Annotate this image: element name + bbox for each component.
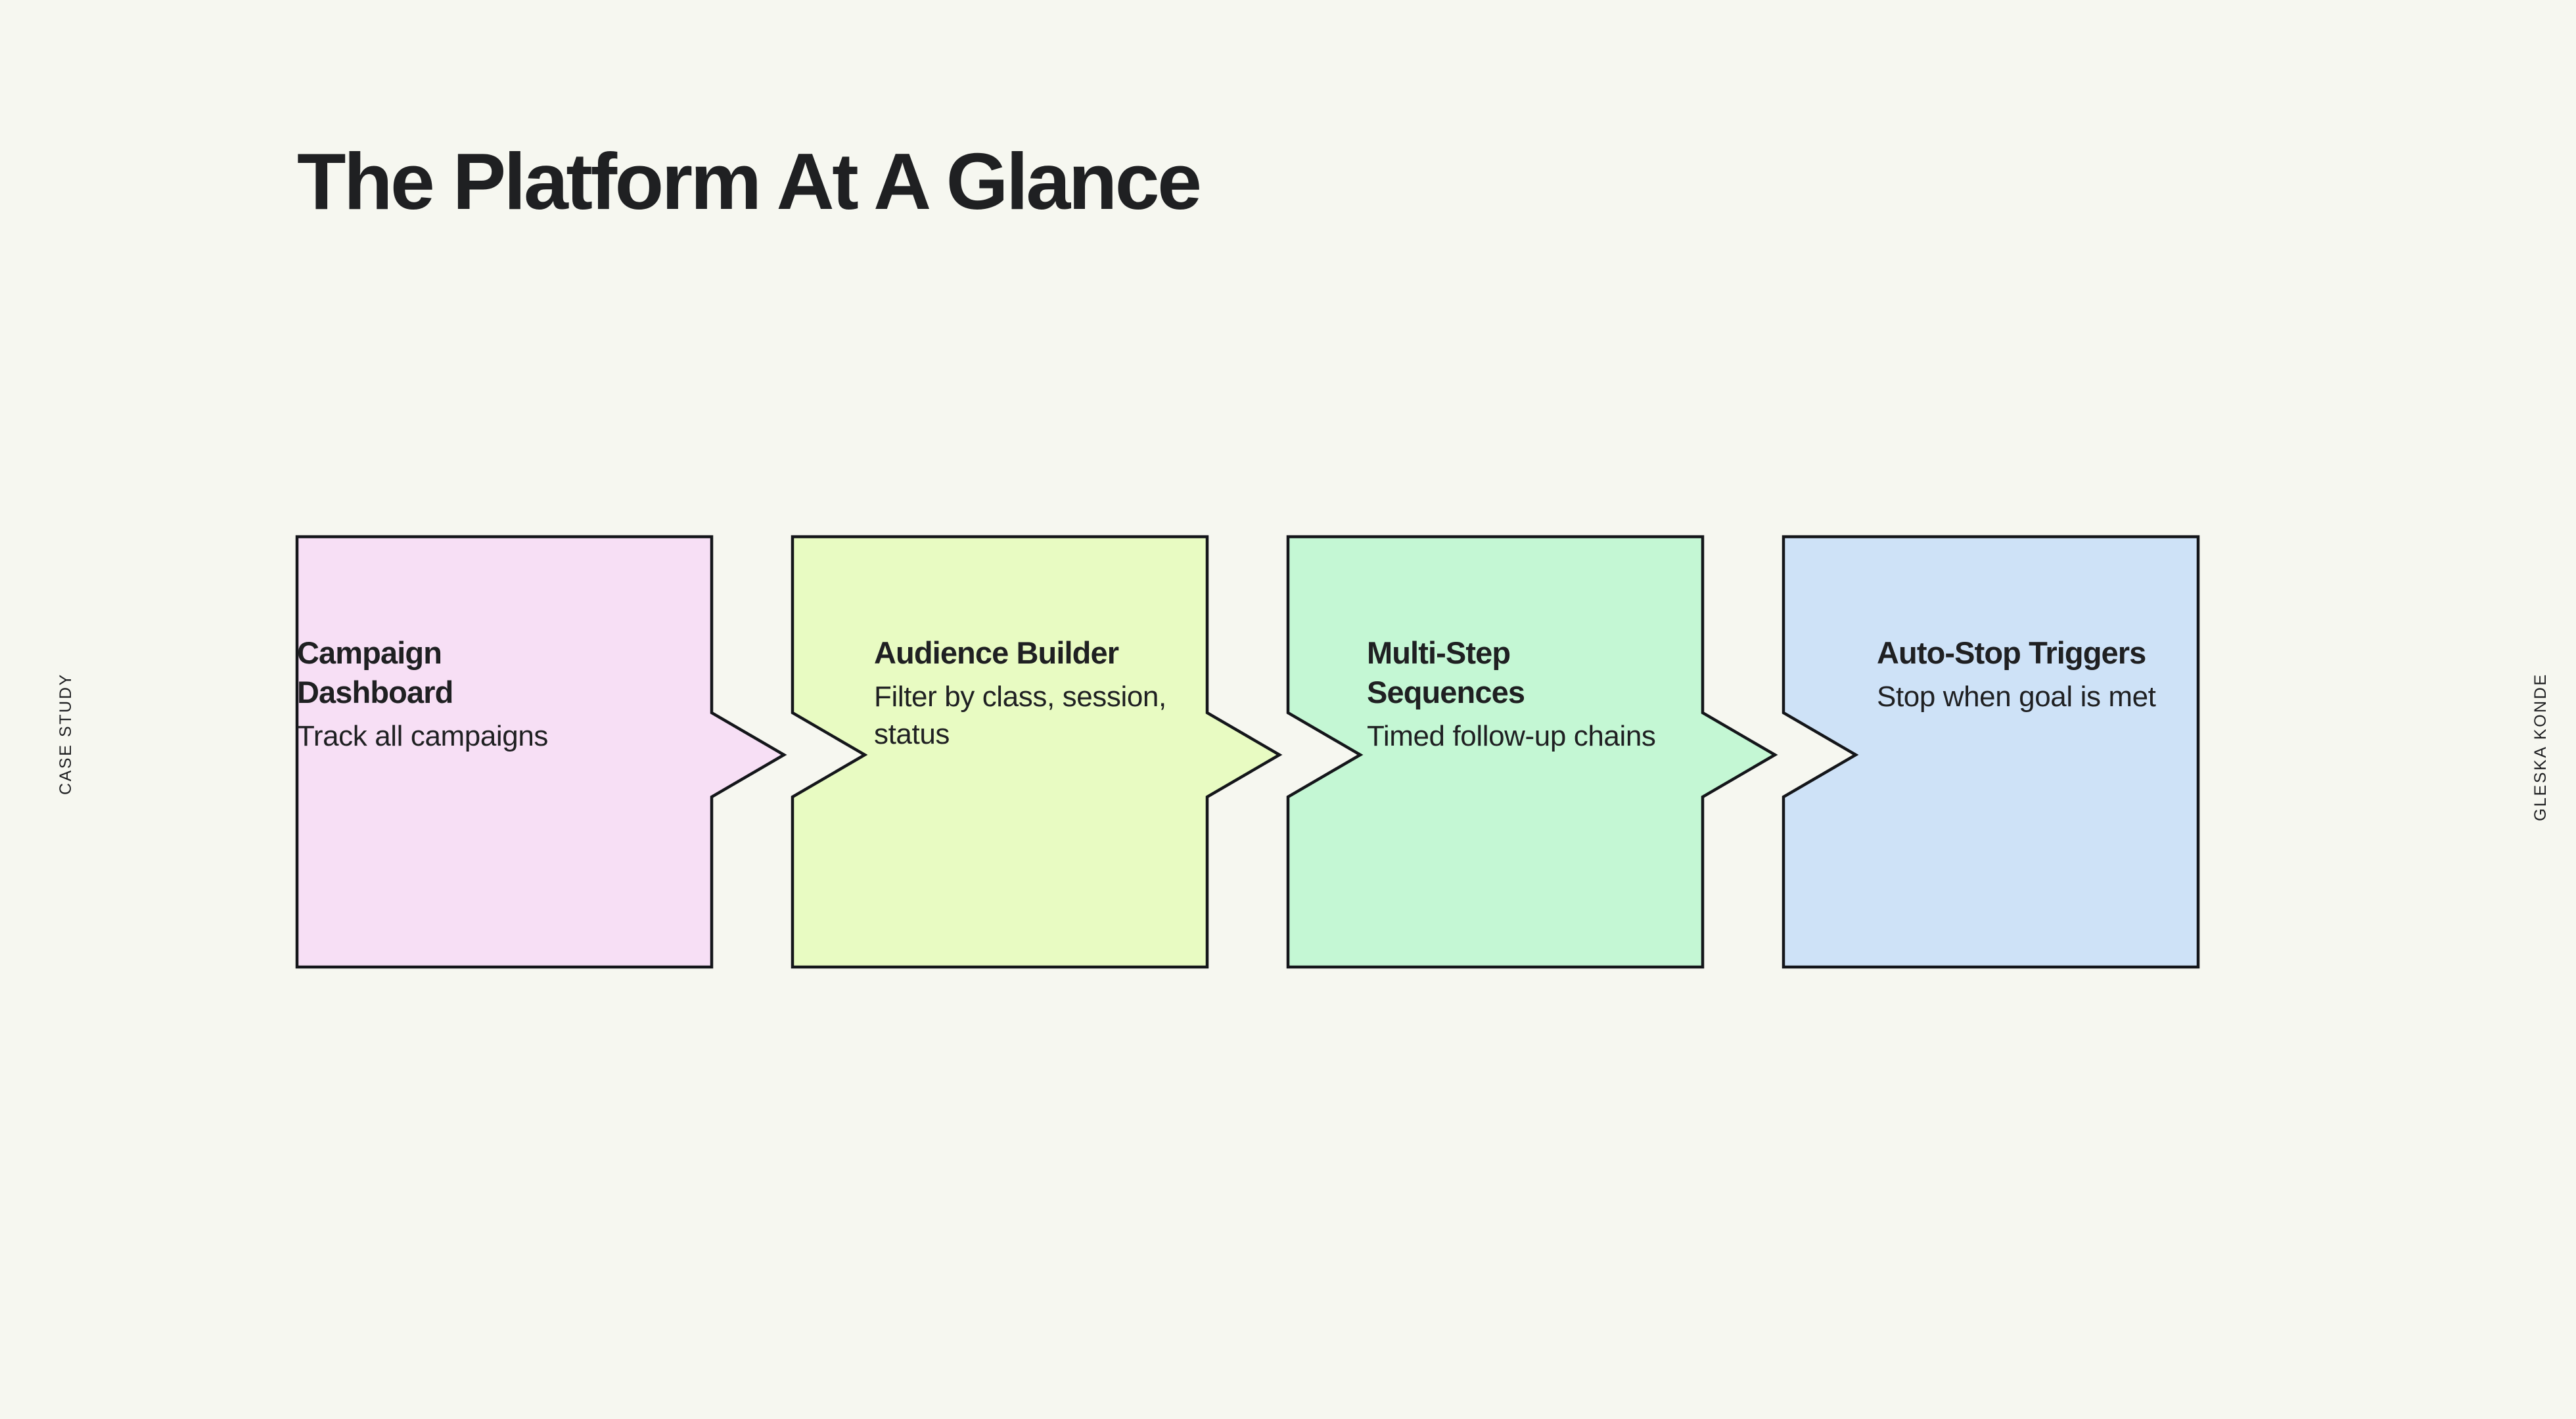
brand-side-label: GLESKA KONDE xyxy=(2531,673,2550,821)
flow-step-2[interactable]: Audience Builder Filter by class, sessio… xyxy=(874,633,1196,754)
case-study-side-label: CASE STUDY xyxy=(57,673,75,795)
flow-step-4-description: Stop when goal is met xyxy=(1877,681,2156,713)
flow-step-4-title: Auto-Stop Triggers xyxy=(1877,635,2146,670)
flow-step-2-description: Filter by class, session, status xyxy=(874,681,1166,751)
flow-step-3-description: Timed follow-up chains xyxy=(1367,720,1656,753)
flow-step-4[interactable]: Auto-Stop Triggers Stop when goal is met xyxy=(1877,633,2166,715)
flow-step-3-title: Multi-Step Sequences xyxy=(1367,635,1525,710)
flow-step-3[interactable]: Multi-Step Sequences Timed follow-up cha… xyxy=(1367,633,1695,755)
flow-step-shape-4[interactable] xyxy=(1782,535,2200,969)
page-title: The Platform At A Glance xyxy=(297,137,1202,226)
flow-step-1[interactable]: Campaign Dashboard Track all campaigns xyxy=(297,633,606,755)
flow-step-2-title: Audience Builder xyxy=(874,635,1119,670)
flow-step-1-title: Campaign Dashboard xyxy=(297,635,453,710)
flow-step-1-description: Track all campaigns xyxy=(297,720,549,753)
